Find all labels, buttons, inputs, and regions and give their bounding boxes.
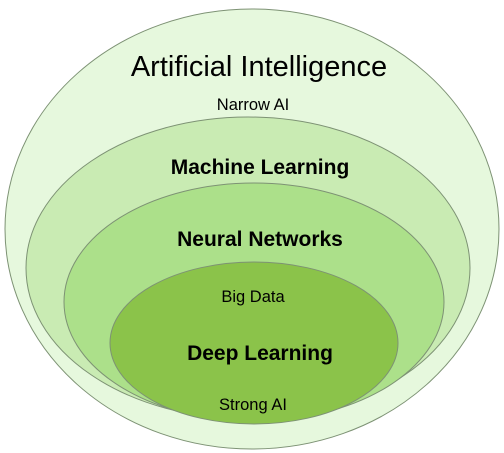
narrow-ai-label: Narrow AI	[217, 96, 289, 114]
neural-networks-label: Neural Networks	[177, 228, 343, 251]
strong-ai-label: Strong AI	[219, 396, 287, 414]
deep-learning-label: Deep Learning	[187, 342, 333, 365]
machine-learning-label: Machine Learning	[171, 156, 350, 179]
deep-learning-ellipse	[109, 261, 399, 425]
artificial-intelligence-label: Artificial Intelligence	[131, 51, 387, 83]
big-data-label: Big Data	[221, 288, 285, 306]
